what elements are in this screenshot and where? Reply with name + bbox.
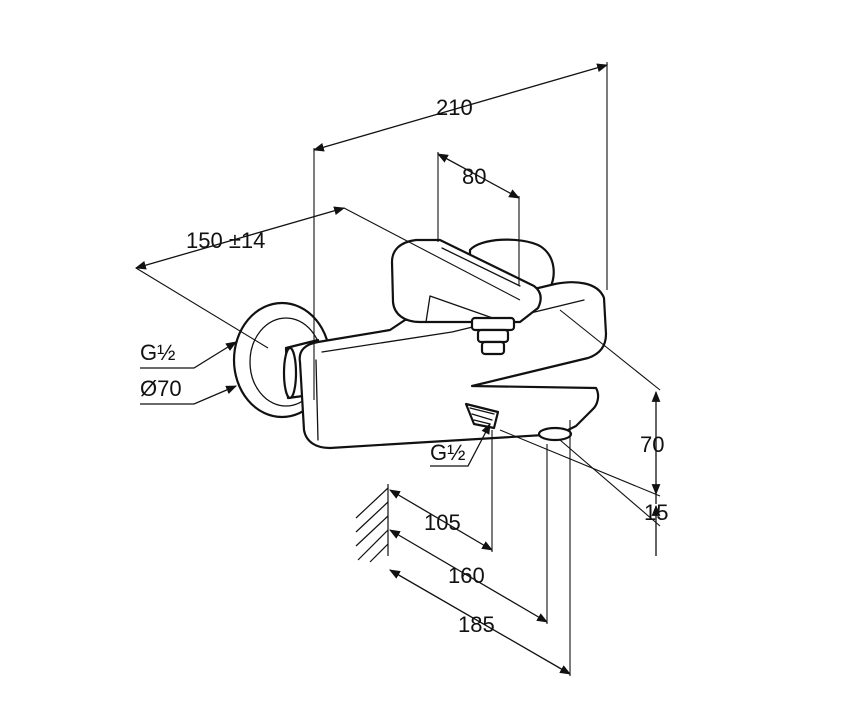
label-105: 105 xyxy=(424,510,461,535)
label-70: 70 xyxy=(640,432,664,457)
dimension-lines xyxy=(134,62,661,676)
leader-o70 xyxy=(140,385,238,405)
dim-line-150 xyxy=(134,206,346,270)
label-o70: Ø70 xyxy=(140,376,182,401)
dim-line-210 xyxy=(312,63,609,152)
dimension-labels: 210 80 150 ±14 G½ Ø70 G½ 70 15 105 160 1… xyxy=(140,95,668,637)
label-210: 210 xyxy=(436,95,473,120)
cartridge-stem xyxy=(470,316,516,356)
label-150: 150 ±14 xyxy=(186,228,265,253)
label-g-half-left: G½ xyxy=(140,340,175,365)
label-g-half-outlet: G½ xyxy=(430,440,465,465)
mixer-main-body xyxy=(298,281,608,450)
faucet-body-group xyxy=(232,238,608,450)
leader-g-half-left xyxy=(140,341,237,369)
label-15: 15 xyxy=(644,500,668,525)
label-160: 160 xyxy=(448,563,485,588)
leader-g-half-outlet xyxy=(430,423,491,467)
label-185: 185 xyxy=(458,612,495,637)
label-80: 80 xyxy=(462,164,486,189)
dim-line-80 xyxy=(437,153,520,199)
spout-outlet xyxy=(464,402,573,442)
dim-line-185 xyxy=(389,569,571,675)
wall-hatch xyxy=(355,484,389,563)
